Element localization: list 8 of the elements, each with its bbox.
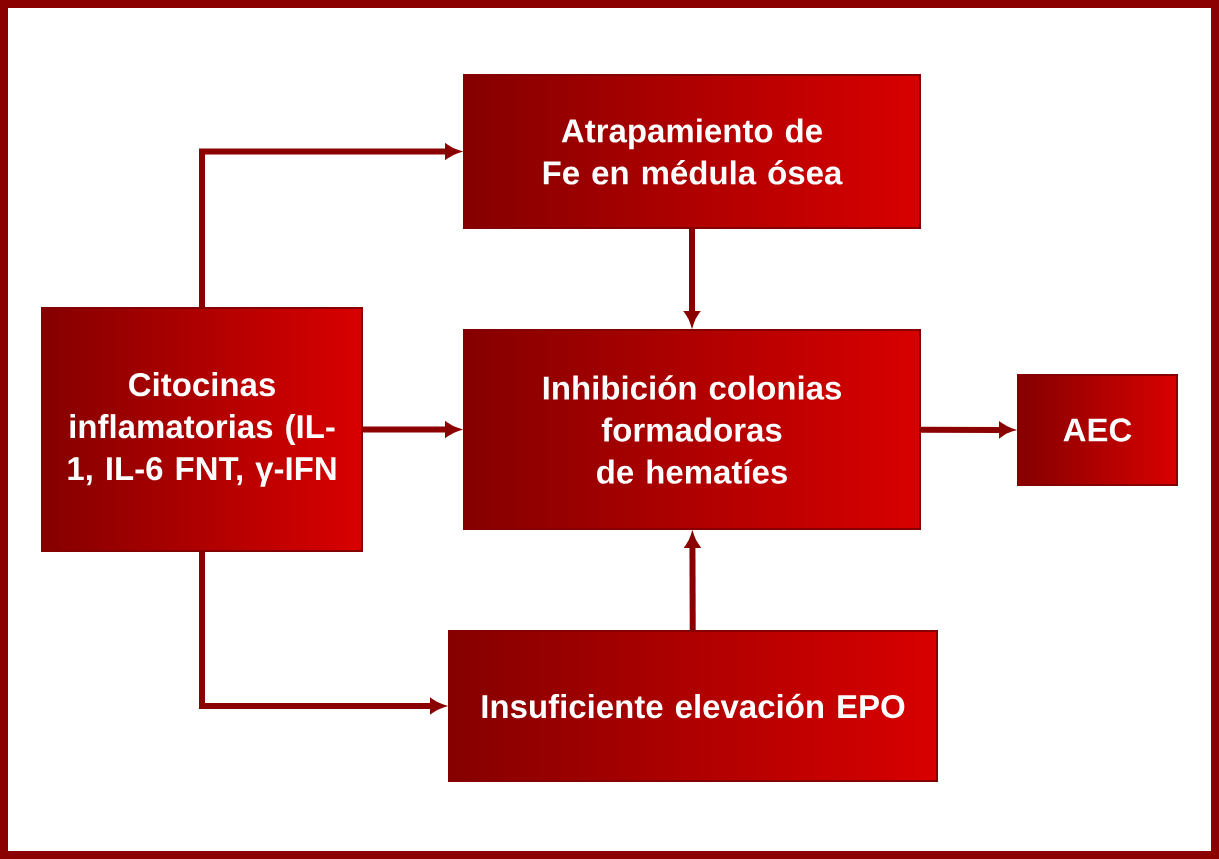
arrow: [199, 552, 445, 714]
process-box: Citocinas inflamatorias (IL-1, IL-6 FNT, γ-IFN: [41, 307, 363, 552]
process-box: Atrapamiento de Fe en médula ósea: [463, 74, 921, 229]
process-box: AEC: [1017, 374, 1178, 486]
arrow: [921, 422, 1014, 437]
arrow: [684, 229, 700, 326]
process-box: Inhibición colonias formadoras de hematíes: [463, 329, 921, 530]
process-box: Insuficiente elevación EPO: [448, 630, 938, 782]
